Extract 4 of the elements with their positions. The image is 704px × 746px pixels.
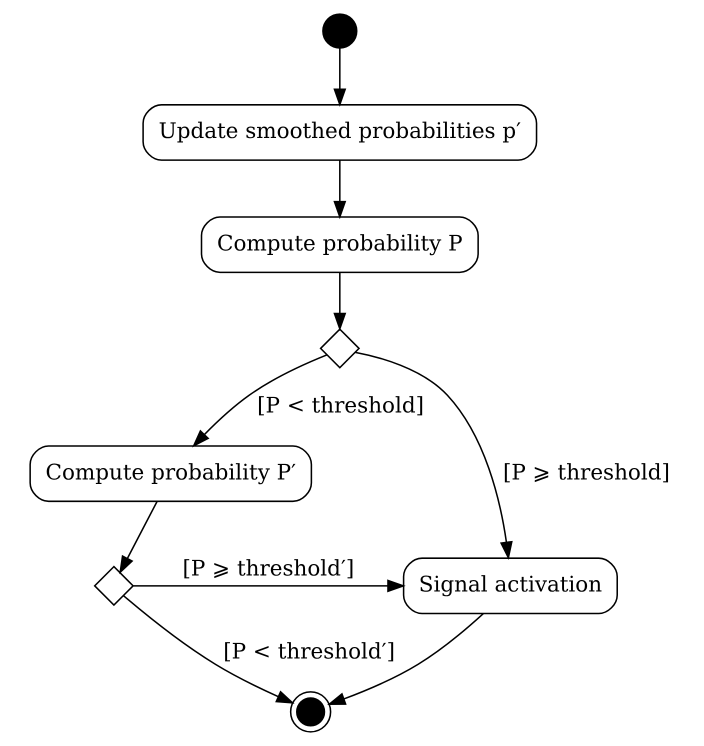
edge-label: [P ⩾ threshold] — [502, 460, 670, 486]
edge-label: [P < threshold′] — [222, 639, 394, 664]
edge-label: [P ⩾ threshold′] — [182, 556, 354, 582]
edge-label: [P < threshold] — [256, 393, 424, 418]
